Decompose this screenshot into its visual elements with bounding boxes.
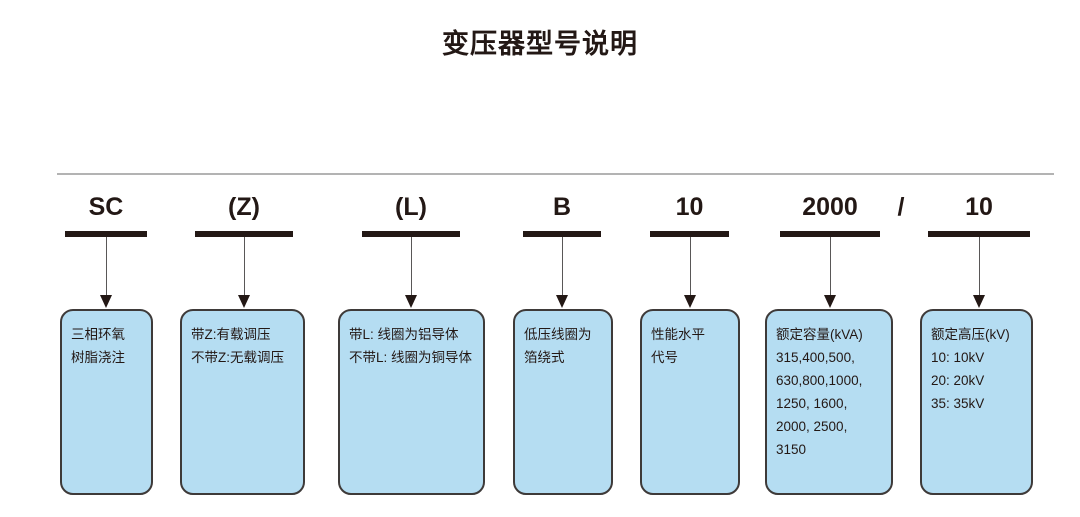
code-underline-1 (65, 231, 147, 237)
arrow-head-icon (237, 295, 250, 308)
code-token-3: (L) (395, 193, 427, 221)
description-box-1: 三相环氧 树脂浇注 (60, 309, 153, 495)
description-line: 代号 (651, 350, 678, 365)
separator-slash: / (897, 193, 905, 221)
description-box-6: 额定容量(kVA) 315,400,500, 630,800,1000, 125… (765, 309, 893, 495)
connector-arrow-6 (823, 237, 837, 309)
connector-arrow-2 (237, 237, 251, 309)
description-text-4: 低压线圈为 箔绕式 (524, 323, 607, 369)
description-line: 10: 10kV (931, 350, 985, 365)
arrow-stem (978, 237, 981, 299)
description-line: 315,400,500, (776, 350, 855, 365)
arrow-head-icon (404, 295, 417, 308)
connector-arrow-1 (99, 237, 113, 309)
code-underline-7 (928, 231, 1030, 237)
description-text-6: 额定容量(kVA) 315,400,500, 630,800,1000, 125… (776, 323, 887, 461)
arrow-head-icon (555, 295, 568, 308)
arrow-head-icon (823, 295, 836, 308)
description-box-3: 带L: 线圈为铝导体 不带L: 线圈为铜导体 (338, 309, 485, 495)
code-token-2: (Z) (228, 193, 260, 221)
description-text-5: 性能水平 代号 (651, 323, 734, 369)
code-token-5: 10 (675, 193, 704, 221)
description-line: 1250, 1600, (776, 396, 848, 411)
code-token-7: 10 (965, 193, 993, 221)
code-underline-4 (523, 231, 601, 237)
description-line: 三相环氧 (71, 327, 125, 342)
description-line: 箔绕式 (524, 350, 565, 365)
connector-arrow-7 (972, 237, 986, 309)
arrow-stem (829, 237, 832, 299)
arrow-head-icon (99, 295, 112, 308)
description-text-2: 带Z:有载调压 不带Z:无载调压 (191, 323, 299, 369)
description-box-4: 低压线圈为 箔绕式 (513, 309, 613, 495)
description-line: 不带L: 线圈为铜导体 (349, 350, 473, 365)
connector-arrow-4 (555, 237, 569, 309)
code-token-6: 2000 (802, 193, 858, 221)
code-underline-3 (362, 231, 460, 237)
description-line: 额定高压(kV) (931, 327, 1010, 342)
description-text-1: 三相环氧 树脂浇注 (71, 323, 147, 369)
description-line: 35: 35kV (931, 396, 985, 411)
description-box-7: 额定高压(kV) 10: 10kV 20: 20kV 35: 35kV (920, 309, 1033, 495)
code-token-4: B (552, 193, 572, 221)
description-line: 2000, 2500, (776, 419, 848, 434)
code-underline-5 (650, 231, 729, 237)
description-line: 带L: 线圈为铝导体 (349, 327, 459, 342)
connector-arrow-3 (404, 237, 418, 309)
code-underline-2 (195, 231, 293, 237)
description-text-7: 额定高压(kV) 10: 10kV 20: 20kV 35: 35kV (931, 323, 1027, 415)
code-underline-6 (780, 231, 880, 237)
arrow-head-icon (972, 295, 985, 308)
description-line: 低压线圈为 (524, 327, 592, 342)
arrow-head-icon (683, 295, 696, 308)
description-line: 3150 (776, 442, 807, 457)
description-line: 不带Z:无载调压 (191, 350, 284, 365)
page-title: 变压器型号说明 (442, 29, 638, 59)
description-text-3: 带L: 线圈为铝导体 不带L: 线圈为铜导体 (349, 323, 479, 369)
description-line: 带Z:有载调压 (191, 327, 271, 342)
arrow-stem (561, 237, 564, 299)
arrow-stem (105, 237, 108, 299)
description-line: 630,800,1000, (776, 373, 863, 388)
description-line: 性能水平 (651, 327, 705, 342)
arrow-stem (689, 237, 692, 299)
connector-arrow-5 (683, 237, 697, 309)
arrow-stem (410, 237, 413, 299)
description-box-2: 带Z:有载调压 不带Z:无载调压 (180, 309, 305, 495)
description-box-5: 性能水平 代号 (640, 309, 740, 495)
top-divider (57, 173, 1054, 175)
arrow-stem (243, 237, 246, 299)
description-line: 树脂浇注 (71, 350, 125, 365)
description-line: 额定容量(kVA) (776, 327, 863, 342)
description-line: 20: 20kV (931, 373, 985, 388)
code-token-1: SC (88, 193, 124, 221)
